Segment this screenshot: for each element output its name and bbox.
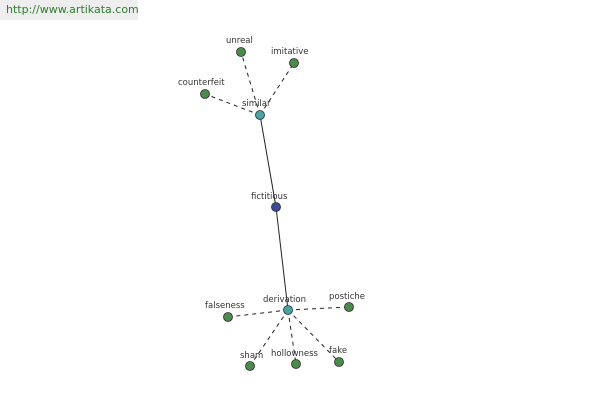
edges-layer [204, 51, 350, 367]
node-fictitious[interactable] [271, 202, 281, 212]
node-imitative[interactable] [289, 58, 299, 68]
edge-derivation-hollowness [287, 309, 297, 365]
node-similar[interactable] [255, 110, 265, 120]
node-hollowness[interactable] [291, 359, 301, 369]
node-label-unreal[interactable]: unreal [226, 36, 253, 46]
edge-fictitious-similar [259, 114, 277, 208]
edge-derivation-sham [249, 309, 289, 367]
edge-derivation-postiche [287, 306, 350, 311]
node-label-counterfeit[interactable]: counterfeit [178, 78, 225, 88]
node-label-similar[interactable]: similar [242, 99, 271, 109]
edge-similar-unreal [240, 51, 261, 116]
node-label-sham[interactable]: sham [240, 351, 263, 361]
node-label-derivation[interactable]: derivation [263, 295, 306, 305]
node-label-imitative[interactable]: imitative [271, 47, 309, 57]
nodes-layer [200, 47, 354, 371]
node-label-postiche[interactable]: postiche [329, 292, 365, 302]
edge-similar-imitative [259, 62, 295, 116]
site-url-link[interactable]: http://www.artikata.com [0, 0, 139, 20]
node-derivation[interactable] [283, 305, 293, 315]
edge-similar-counterfeit [204, 93, 261, 116]
node-label-falseness[interactable]: falseness [205, 301, 245, 311]
node-postiche[interactable] [344, 302, 354, 312]
edge-fictitious-derivation [275, 206, 289, 311]
labels-layer: fictitious similar derivation unreal imitati… [178, 36, 365, 361]
edge-derivation-falseness [227, 309, 289, 318]
node-fake[interactable] [334, 357, 344, 367]
node-label-fictitious[interactable]: fictitious [251, 192, 288, 202]
node-unreal[interactable] [236, 47, 246, 57]
node-label-hollowness[interactable]: hollowness [271, 349, 319, 359]
node-falseness[interactable] [223, 312, 233, 322]
node-label-fake[interactable]: fake [329, 346, 347, 356]
node-counterfeit[interactable] [200, 89, 210, 99]
node-sham[interactable] [245, 361, 255, 371]
